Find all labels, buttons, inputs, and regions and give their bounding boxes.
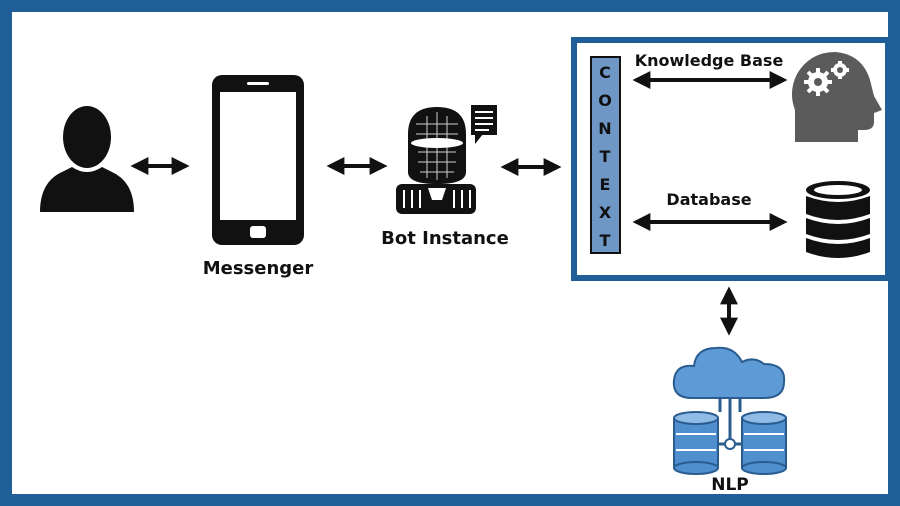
cloud-icon [672,346,786,399]
nlp-server-icon [673,398,787,475]
nlp-label: NLP [711,475,749,495]
brain-gears-icon [791,52,882,142]
chat-bubble-icon [471,105,497,144]
context-letter: E [600,175,611,194]
smartphone-icon [212,75,304,245]
database-label: Database [666,190,751,209]
knowledge-base-label: Knowledge Base [635,51,784,70]
diagram-canvas: Messenger [40,37,888,495]
robot-icon [396,107,476,214]
context-letter: O [598,91,612,110]
context-letter: T [600,147,611,166]
context-letters: C O N T E X T [598,63,612,250]
database-icon [806,181,870,258]
user-icon [40,106,134,212]
context-letter: T [600,231,611,250]
context-letter: X [599,203,612,222]
bot-instance-label: Bot Instance [381,228,509,249]
context-letter: C [599,63,611,82]
messenger-label: Messenger [203,258,314,279]
context-bar [590,56,621,254]
context-letter: N [598,119,611,138]
